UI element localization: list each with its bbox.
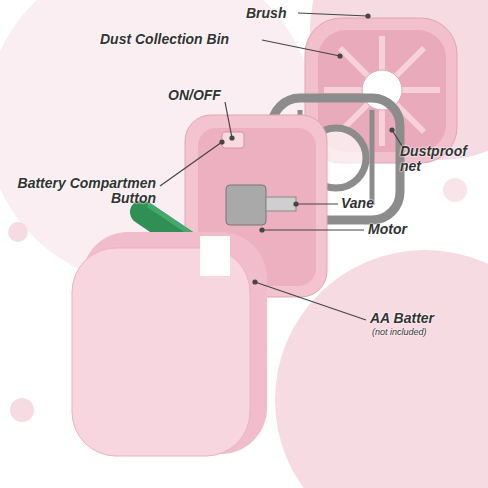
part-label: (not included)	[372, 327, 452, 337]
motor	[226, 185, 266, 225]
vane	[266, 197, 296, 211]
part-label: Brush	[246, 6, 306, 21]
part-label: ON/OFF	[168, 88, 238, 103]
background-dot	[443, 178, 467, 202]
leader-lines	[160, 13, 402, 320]
part-label: Vane	[341, 196, 391, 211]
part-label: Dust Collection Bin	[100, 32, 270, 47]
background-dot	[8, 222, 28, 242]
lid-notch	[200, 236, 230, 276]
part-label: AA Batter	[370, 311, 460, 326]
switch	[222, 132, 244, 148]
part-label: Dustproof net	[400, 144, 480, 174]
background-dot	[10, 398, 34, 422]
part-label: Motor	[368, 222, 428, 237]
lid-front	[72, 248, 250, 456]
part-label: Battery Compartmen Button	[4, 176, 156, 206]
